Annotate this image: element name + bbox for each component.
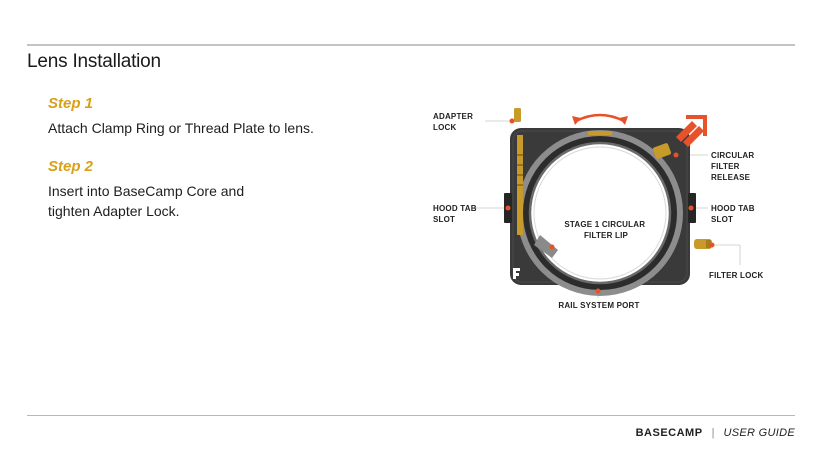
page-title: Lens Installation — [27, 51, 161, 73]
footer-separator: | — [712, 427, 715, 439]
callout-filter-lock: FILTER LOCK — [709, 271, 764, 280]
footer-brand-name: BASECAMP — [636, 427, 703, 439]
ring-top-notch — [588, 131, 612, 135]
rotation-arrow-icon — [576, 115, 624, 121]
callout-circular-filter-release: CIRCULAR FILTER RELEASE — [711, 151, 757, 182]
callout-hood-tab-slot-right: HOOD TAB SLOT — [711, 204, 757, 224]
top-divider — [27, 44, 795, 46]
stage1-filter-lip-shape — [530, 143, 670, 283]
step-1-heading: Step 1 — [48, 95, 93, 112]
step-1-text: Attach Clamp Ring or Thread Plate to len… — [48, 118, 314, 138]
step-2-heading: Step 2 — [48, 158, 93, 175]
basecamp-core-diagram: ADAPTER LOCK CIRCULAR FILTER RELEASE HOO… — [400, 95, 800, 325]
footer-guide-label: USER GUIDE — [724, 427, 795, 439]
callout-hood-tab-slot-left: HOOD TAB SLOT — [433, 204, 479, 224]
callout-rail-system-port: RAIL SYSTEM PORT — [558, 301, 639, 310]
step-2-text: Insert into BaseCamp Core and tighten Ad… — [48, 181, 308, 221]
bottom-divider — [27, 415, 795, 416]
adapter-lock-knob — [514, 108, 521, 122]
footer-brand: BASECAMP | USER GUIDE — [636, 427, 795, 439]
callout-adapter-lock: ADAPTER LOCK — [433, 112, 476, 132]
